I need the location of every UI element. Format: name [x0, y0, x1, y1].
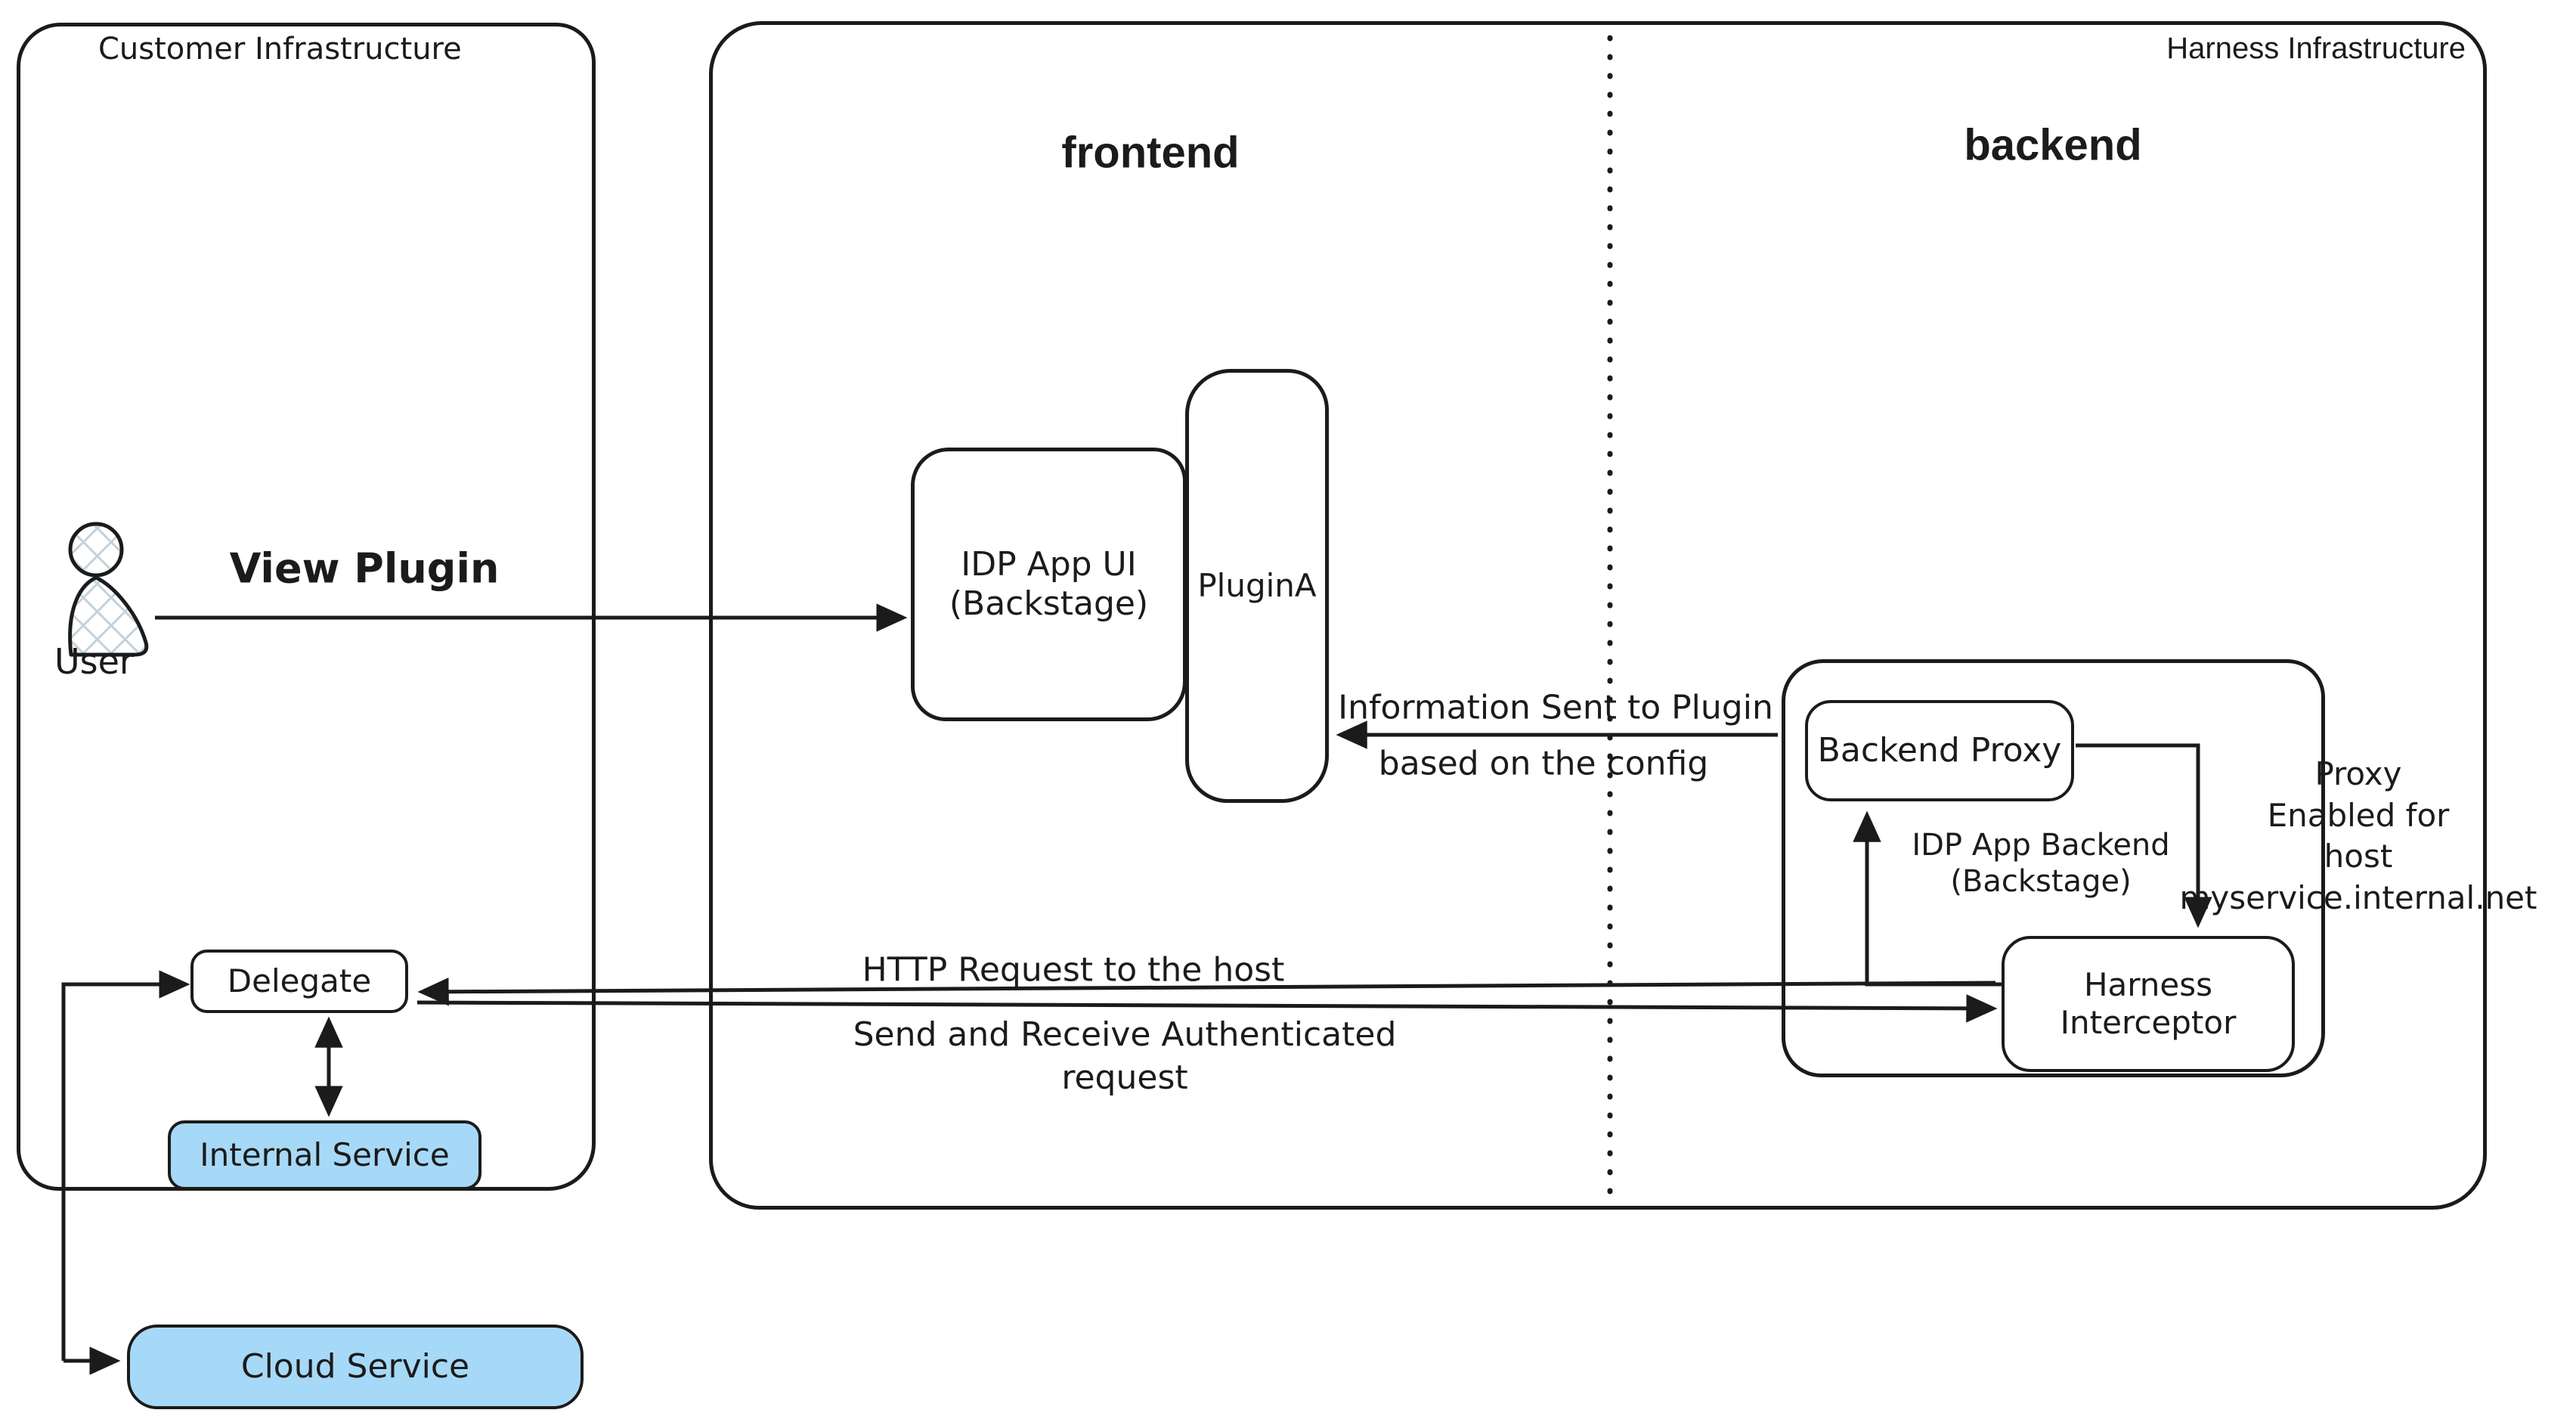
idp-app-backend-label: IDP App Backend (Backstage) — [1912, 828, 2170, 899]
backend-proxy-node: Backend Proxy — [1805, 700, 2074, 801]
harness-interceptor-node: Harness Interceptor — [2002, 936, 2295, 1072]
send-receive-edge-label: Send and Receive Authenticated request — [853, 1015, 1397, 1097]
http-request-edge-label: HTTP Request to the host — [862, 950, 1285, 990]
user-label: User — [54, 641, 134, 682]
proxy-enabled-note: Proxy Enabled for host myservice.interna… — [2179, 754, 2537, 916]
idp-app-ui-node: IDP App UI (Backstage) — [911, 448, 1187, 721]
frontend-zone-label: frontend — [1061, 128, 1240, 178]
cloud-service-node: Cloud Service — [127, 1325, 584, 1409]
delegate-node: Delegate — [190, 950, 408, 1013]
internal-service-node: Internal Service — [168, 1120, 481, 1190]
harness-infrastructure-title: Harness Infrastructure — [2166, 32, 2466, 65]
customer-infrastructure-box — [17, 23, 596, 1191]
info-sent-label-line1: Information Sent to Plugin — [1338, 688, 1773, 727]
idp-app-backend-group-box — [1782, 659, 2325, 1077]
backend-zone-label: backend — [1964, 120, 2142, 170]
view-plugin-edge-label: View Plugin — [229, 544, 500, 593]
customer-infrastructure-title: Customer Infrastructure — [98, 32, 462, 67]
plugin-a-node: PluginA — [1185, 369, 1329, 803]
info-sent-label-line2: based on the config — [1378, 744, 1709, 783]
